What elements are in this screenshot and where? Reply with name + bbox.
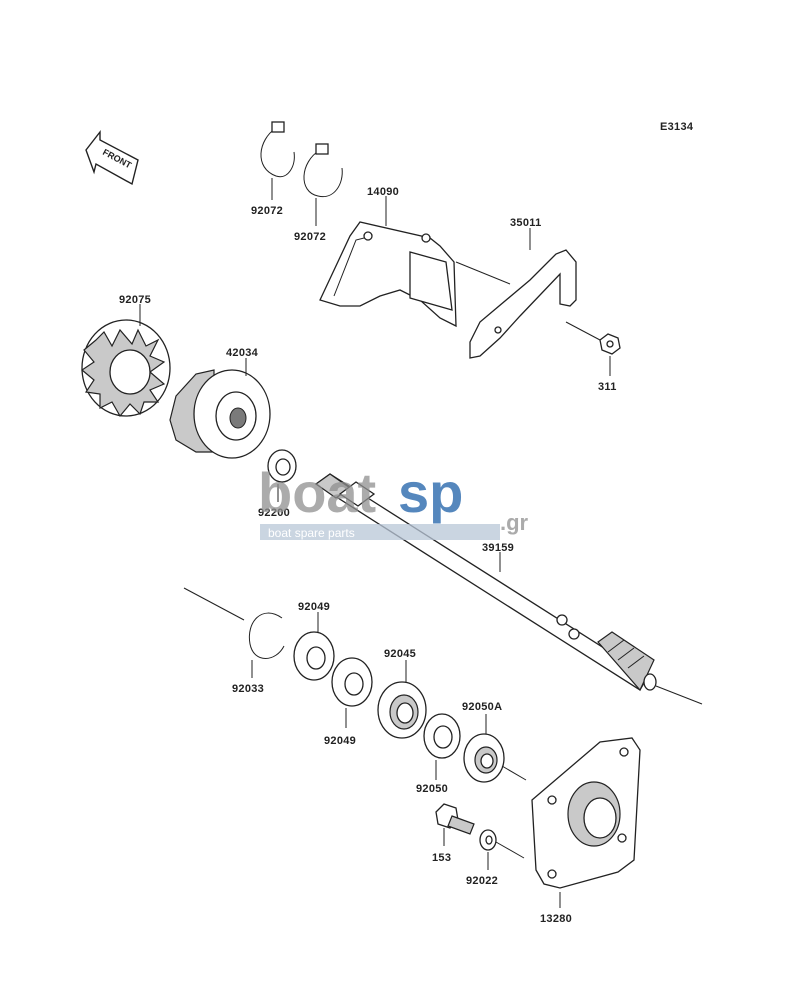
label-92072-b: 92072	[294, 231, 326, 243]
circlip-upper-right-icon	[303, 143, 343, 198]
watermark-tagline: boat spare parts	[268, 526, 355, 540]
diagram-code: E3134	[660, 121, 694, 133]
seal-upper-icon	[293, 631, 335, 681]
seal-a-icon	[463, 733, 505, 783]
label-311: 311	[598, 381, 617, 393]
label-92033: 92033	[232, 683, 264, 695]
label-13280: 13280	[540, 913, 572, 925]
label-153: 153	[432, 852, 451, 864]
watermark-tagline-bg	[260, 524, 500, 540]
label-92075: 92075	[119, 294, 151, 306]
label-92049-a: 92049	[298, 601, 330, 613]
seal-lower-icon	[331, 657, 373, 707]
watermark-brand-gray: boat	[258, 461, 376, 524]
bearing-icon	[377, 681, 427, 739]
cover-icon	[319, 221, 457, 328]
washer-icon	[267, 449, 297, 483]
label-92022: 92022	[466, 875, 498, 887]
holder-plate-icon	[531, 737, 641, 889]
label-14090: 14090	[367, 186, 399, 198]
bracket-icon	[469, 249, 577, 359]
label-92072-a: 92072	[251, 205, 283, 217]
washer-small-icon	[479, 829, 497, 851]
snap-ring-icon	[248, 612, 285, 659]
watermark-domain: .gr	[500, 510, 529, 535]
coupling-icon	[169, 369, 271, 459]
label-39159: 39159	[482, 542, 514, 554]
seal-small-icon	[423, 713, 461, 759]
label-35011: 35011	[510, 217, 541, 229]
label-92045: 92045	[384, 648, 416, 660]
front-arrow-icon: FRONT	[85, 129, 139, 186]
label-92050a: 92050A	[462, 701, 502, 713]
watermark-logo: boat sp .gr boat spare parts	[258, 461, 529, 540]
label-92049-b: 92049	[324, 735, 356, 747]
label-92200: 92200	[258, 507, 290, 519]
label-92050: 92050	[416, 783, 448, 795]
label-42034: 42034	[226, 347, 259, 359]
nut-icon	[599, 333, 621, 355]
watermark-brand-blue: sp	[398, 461, 463, 524]
circlip-upper-left-icon	[260, 121, 295, 178]
bolt-icon	[435, 803, 475, 835]
damper-icon	[80, 319, 171, 418]
